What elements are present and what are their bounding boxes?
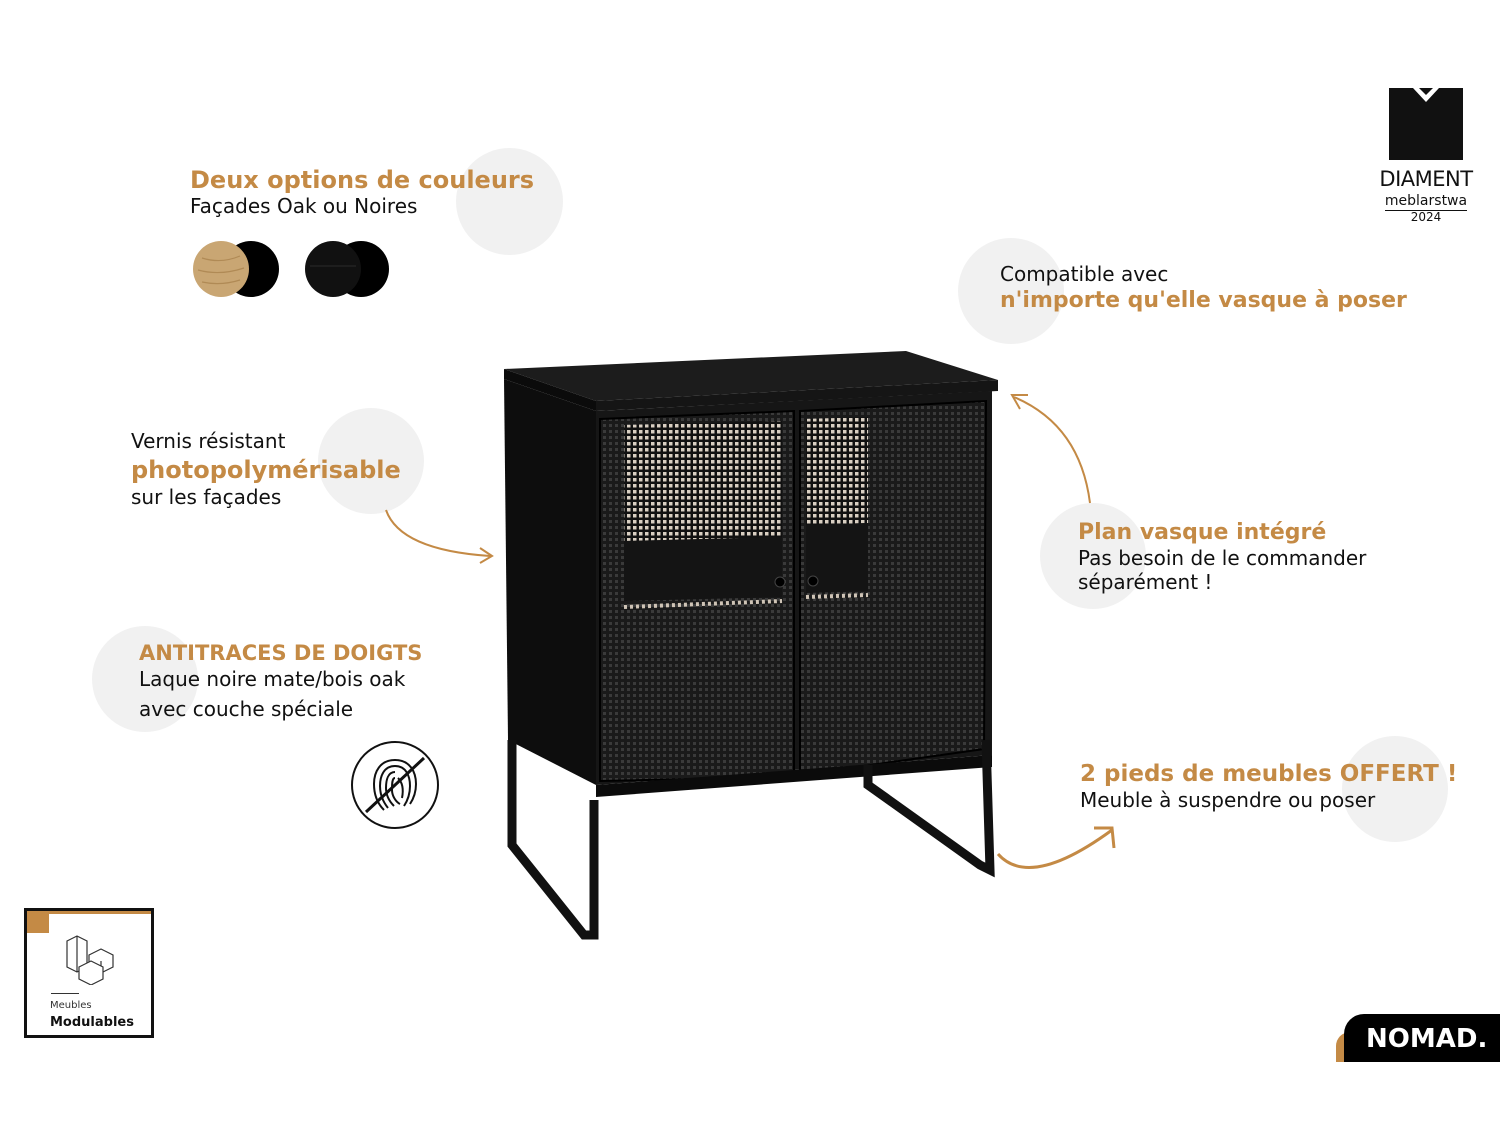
varnish-line3: sur les façades [131, 485, 282, 509]
plan-line1: Pas besoin de le commander [1078, 546, 1367, 570]
legs-title: 2 pieds de meubles OFFERT ! [1080, 761, 1458, 787]
varnish-bubble [318, 408, 424, 514]
plan-line2: séparément ! [1078, 570, 1213, 594]
basin-bubble [958, 238, 1064, 344]
fingerprint-title: ANTITRACES DE DOIGTS [139, 641, 423, 665]
varnish-arrow [385, 509, 494, 564]
modular-line1: Meubles [50, 1000, 92, 1011]
plan-title: Plan vasque intégré [1078, 520, 1327, 545]
varnish-line2: photopolymérisable [131, 456, 401, 484]
brand-name: NOMAD. [1366, 1024, 1488, 1054]
varnish-line1: Vernis résistant [131, 429, 286, 453]
legs-arrow [996, 826, 1116, 869]
modular-badge: Meubles Modulables [24, 908, 154, 1038]
brand-box [1344, 1014, 1500, 1062]
black-swatch[interactable] [305, 241, 389, 297]
fingerprint-bubble [92, 626, 198, 732]
plan-arrow [1010, 394, 1091, 504]
legs-line1: Meuble à suspendre ou poser [1080, 788, 1376, 812]
award-badge: DIAMENT meblarstwa 2024 [1378, 88, 1474, 228]
cabinet-image [504, 351, 998, 940]
fingerprint-line1: Laque noire mate/bois oak [139, 667, 406, 691]
modular-divider [51, 993, 79, 994]
award-year: 2024 [1410, 210, 1442, 224]
modular-topline [49, 911, 151, 914]
award-sub: meblarstwa [1384, 193, 1468, 211]
basin-line1: Compatible avec [1000, 262, 1169, 286]
modular-cubes-icon [66, 935, 114, 985]
basin-line2: n'importe qu'elle vasque à poser [1000, 288, 1407, 313]
diamond-award-logo [1389, 88, 1463, 160]
legs-bubble [1342, 736, 1448, 842]
plan-bubble [1040, 503, 1146, 609]
color-options-bubble [456, 148, 563, 255]
color-options-subtitle: Façades Oak ou Noires [190, 194, 418, 218]
color-options-title: Deux options de couleurs [190, 166, 535, 194]
fingerprint-line2: avec couche spéciale [139, 697, 354, 721]
modular-corner [27, 911, 49, 933]
oak-swatch[interactable] [193, 241, 279, 297]
brand-badge: NOMAD. [1336, 1014, 1500, 1062]
award-name: DIAMENT [1379, 167, 1473, 191]
modular-line2: Modulables [50, 1015, 134, 1030]
color-swatches [193, 241, 389, 297]
no-fingerprint-icon [351, 741, 439, 829]
